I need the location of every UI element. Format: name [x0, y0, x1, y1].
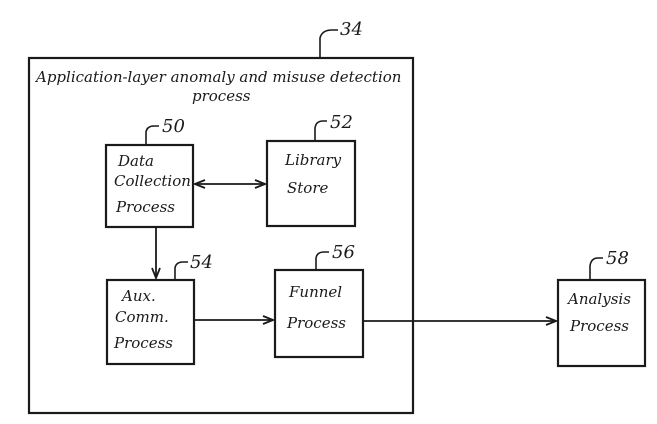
box-data-collection-ref-leader [145, 125, 159, 145]
box-library-store-ref: 52 [330, 112, 353, 133]
box-aux-comm: Aux. Comm. Process 54 [105, 252, 213, 366]
box-aux-comm-line-3: Process [113, 334, 173, 352]
box-funnel-line-1: Funnel [288, 283, 342, 301]
box-data-collection-ref: 50 [162, 116, 185, 137]
box-aux-comm-frame [105, 278, 196, 366]
box-library-store-frame [265, 139, 357, 228]
box-aux-comm-line-2: Comm. [115, 308, 169, 326]
container-title-line-2: process [192, 87, 251, 105]
box-funnel-ref-leader [315, 251, 329, 270]
box-analysis-ref: 58 [606, 248, 629, 269]
box-data-collection-line-3: Process [115, 198, 175, 216]
box-analysis-frame [556, 278, 647, 368]
box-funnel: Funnel Process 56 [273, 242, 365, 359]
box-aux-comm-ref: 54 [190, 252, 213, 273]
box-library-store-ref-leader [314, 120, 327, 141]
box-library-store-line-1: Library [284, 151, 342, 169]
box-data-collection-line-1: Data [117, 152, 154, 170]
box-analysis-ref-leader [589, 257, 603, 280]
container-ref-label: 34 [340, 19, 363, 40]
box-library-store-line-2: Store [287, 179, 329, 197]
box-data-collection: Data Collection Process 50 [104, 116, 195, 229]
box-analysis: Analysis Process 58 [556, 248, 647, 368]
box-analysis-line-1: Analysis [566, 290, 631, 308]
box-analysis-line-2: Process [569, 317, 629, 335]
box-aux-comm-ref-leader [174, 261, 188, 280]
container-frame [27, 56, 415, 415]
box-data-collection-frame [104, 143, 195, 229]
box-funnel-line-2: Process [286, 314, 346, 332]
box-funnel-ref: 56 [332, 242, 355, 263]
container-application-layer: Application-layer anomaly and misuse det… [27, 19, 415, 415]
box-library-store: Library Store 52 [265, 112, 357, 228]
box-data-collection-line-2: Collection [114, 172, 191, 190]
container-ref-leader [319, 29, 338, 58]
container-title-line-1: Application-layer anomaly and misuse det… [34, 68, 401, 86]
box-funnel-frame [273, 268, 365, 359]
box-aux-comm-line-1: Aux. [120, 287, 156, 305]
